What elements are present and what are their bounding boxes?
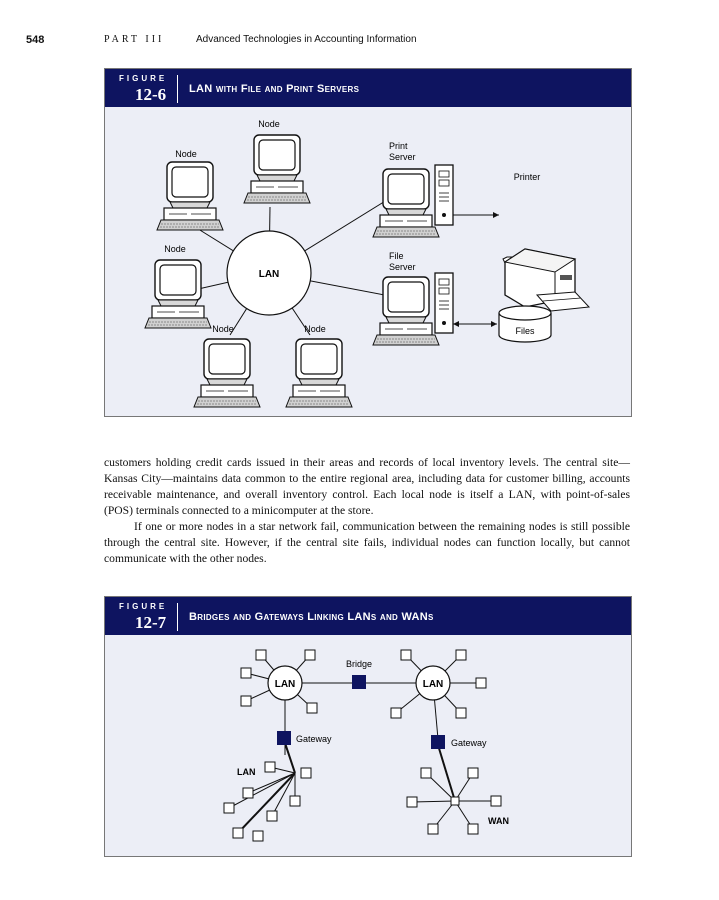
gateway-right-device xyxy=(431,735,445,749)
body-paragraph-2: If one or more nodes in a star network f… xyxy=(104,520,630,565)
body-text: customers holding credit cards issued in… xyxy=(104,455,630,567)
figure-title-divider xyxy=(177,75,178,103)
print-server-tower xyxy=(434,164,454,226)
node-computer-upper-left xyxy=(156,161,224,231)
printer xyxy=(502,248,591,312)
node-computer-top xyxy=(243,134,311,204)
node-left-label: Node xyxy=(164,244,186,254)
part-title: Advanced Technologies in Accounting Info… xyxy=(196,34,417,45)
lan-file-print-diagram: LAN Node Node Node Node Node Print Serve… xyxy=(144,119,591,408)
node-computer-left xyxy=(144,259,212,329)
files-storage xyxy=(498,305,552,343)
bridge-label: Bridge xyxy=(346,659,372,669)
figure-title-band: FIGURE 12-6 LAN with File and Print Serv… xyxy=(105,69,631,107)
node-computer-bottom-right xyxy=(285,338,353,408)
printer-label: Printer xyxy=(514,172,541,182)
file-server-label-line2: Server xyxy=(389,262,416,272)
file-server-label-line1: File xyxy=(389,251,404,261)
lan-hub xyxy=(226,230,312,316)
figure-title-divider xyxy=(177,603,178,631)
bridges-gateways-diagram: LAN LAN Bridge Gateway Gateway WAN LAN xyxy=(223,649,509,842)
lan-node-left xyxy=(267,665,303,701)
figure-title: Bridges and Gateways Linking LANs and WA… xyxy=(189,611,434,623)
figure-number: 12-7 xyxy=(135,613,167,632)
file-server-computer xyxy=(372,276,440,346)
print-server-computer xyxy=(372,168,440,238)
lan-node-right xyxy=(415,665,451,701)
figure-number: 12-6 xyxy=(135,85,167,104)
lan-bottom-label: LAN xyxy=(237,767,256,777)
gateway-link-right xyxy=(437,744,456,802)
figure-12-7: FIGURE 12-7 Bridges and Gateways Linking… xyxy=(104,596,632,857)
lan-right-label: LAN xyxy=(423,679,444,690)
print-server-label-line1: Print xyxy=(389,141,408,151)
figure-12-6: FIGURE 12-6 LAN with File and Print Serv… xyxy=(104,68,632,417)
node-bottom-right-label: Node xyxy=(304,324,326,334)
running-header: 548 PART III Advanced Technologies in Ac… xyxy=(0,34,719,50)
page-number: 548 xyxy=(26,34,45,46)
figure-title-band: FIGURE 12-7 Bridges and Gateways Linking… xyxy=(105,597,631,635)
node-upper-left-label: Node xyxy=(175,149,197,159)
wan-label: WAN xyxy=(488,816,509,826)
lan-label: LAN xyxy=(259,269,280,280)
gateway-left-device xyxy=(277,731,291,745)
gateway-right-label: Gateway xyxy=(451,738,487,748)
gateway-left-label: Gateway xyxy=(296,734,332,744)
node-computer-bottom-left xyxy=(193,338,261,408)
files-label: Files xyxy=(515,326,535,336)
lan-backbone xyxy=(237,772,296,834)
figure-label: FIGURE xyxy=(119,74,168,83)
part-label: PART III xyxy=(104,34,165,45)
figure-label: FIGURE xyxy=(119,602,168,611)
node-bottom-left-label: Node xyxy=(212,324,234,334)
gateway-link-left xyxy=(284,742,296,774)
node-top-label: Node xyxy=(258,119,280,129)
print-server-label-line2: Server xyxy=(389,152,416,162)
bridge-device xyxy=(352,675,366,689)
lan-left-label: LAN xyxy=(275,679,296,690)
file-server-tower xyxy=(434,272,454,334)
wan-hub xyxy=(450,796,460,806)
body-paragraph-1: customers holding credit cards issued in… xyxy=(104,456,630,517)
terminal-nodes xyxy=(223,649,502,842)
figure-title: LAN with File and Print Servers xyxy=(189,83,360,95)
